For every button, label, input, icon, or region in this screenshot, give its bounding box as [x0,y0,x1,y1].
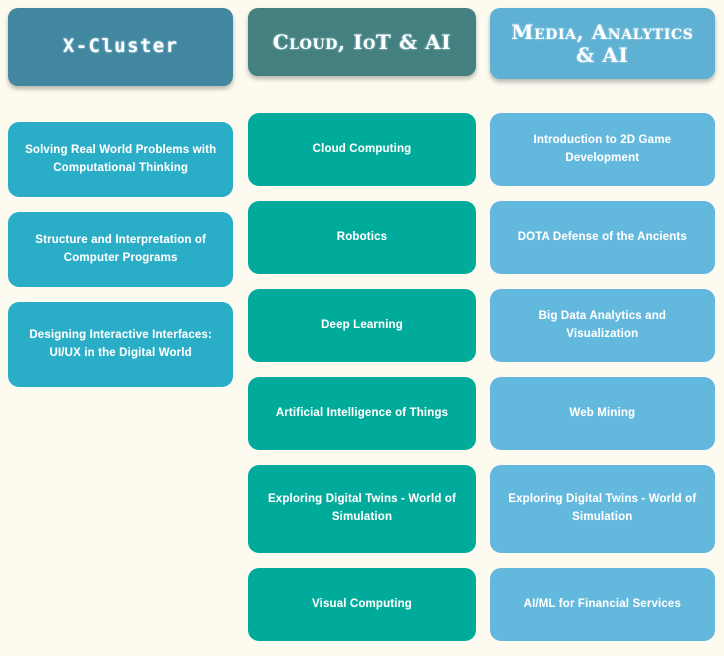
course-card[interactable]: Structure and Interpretation of Computer… [8,212,234,287]
course-card[interactable]: Big Data Analytics and Visualization [489,289,715,362]
course-card[interactable]: Designing Interactive Interfaces: UI/UX … [8,302,234,387]
course-card[interactable]: DOTA Defense of the Ancients [489,201,715,274]
course-card[interactable]: Exploring Digital Twins - World of Simul… [248,465,476,553]
column-header-cloud-iot-ai[interactable]: Cloud, IoT & AI [248,8,476,76]
course-card[interactable]: Visual Computing [248,568,476,641]
card-list-cloud-iot-ai: Cloud Computing Robotics Deep Learning A… [248,113,476,656]
course-card[interactable]: AI/ML for Financial Services [489,568,715,641]
course-card[interactable]: Web Mining [489,377,715,450]
course-card[interactable]: Robotics [248,201,476,274]
column-media-analytics-ai: Media, Analytics & AI Introduction to 2D… [483,0,724,656]
column-x-cluster: X-Cluster Solving Real World Problems wi… [0,0,241,656]
card-list-x-cluster: Solving Real World Problems with Computa… [8,122,234,402]
course-card[interactable]: Introduction to 2D Game Development [489,113,715,186]
column-cloud-iot-ai: Cloud, IoT & AI Cloud Computing Robotics… [241,0,482,656]
course-card[interactable]: Cloud Computing [248,113,476,186]
course-card[interactable]: Deep Learning [248,289,476,362]
course-card[interactable]: Exploring Digital Twins - World of Simul… [489,465,715,553]
course-card[interactable]: Artificial Intelligence of Things [248,377,476,450]
column-header-media-analytics-ai[interactable]: Media, Analytics & AI [489,8,715,79]
column-header-x-cluster[interactable]: X-Cluster [8,8,234,86]
course-card[interactable]: Solving Real World Problems with Computa… [8,122,234,197]
card-list-media-analytics-ai: Introduction to 2D Game Development DOTA… [489,113,715,656]
